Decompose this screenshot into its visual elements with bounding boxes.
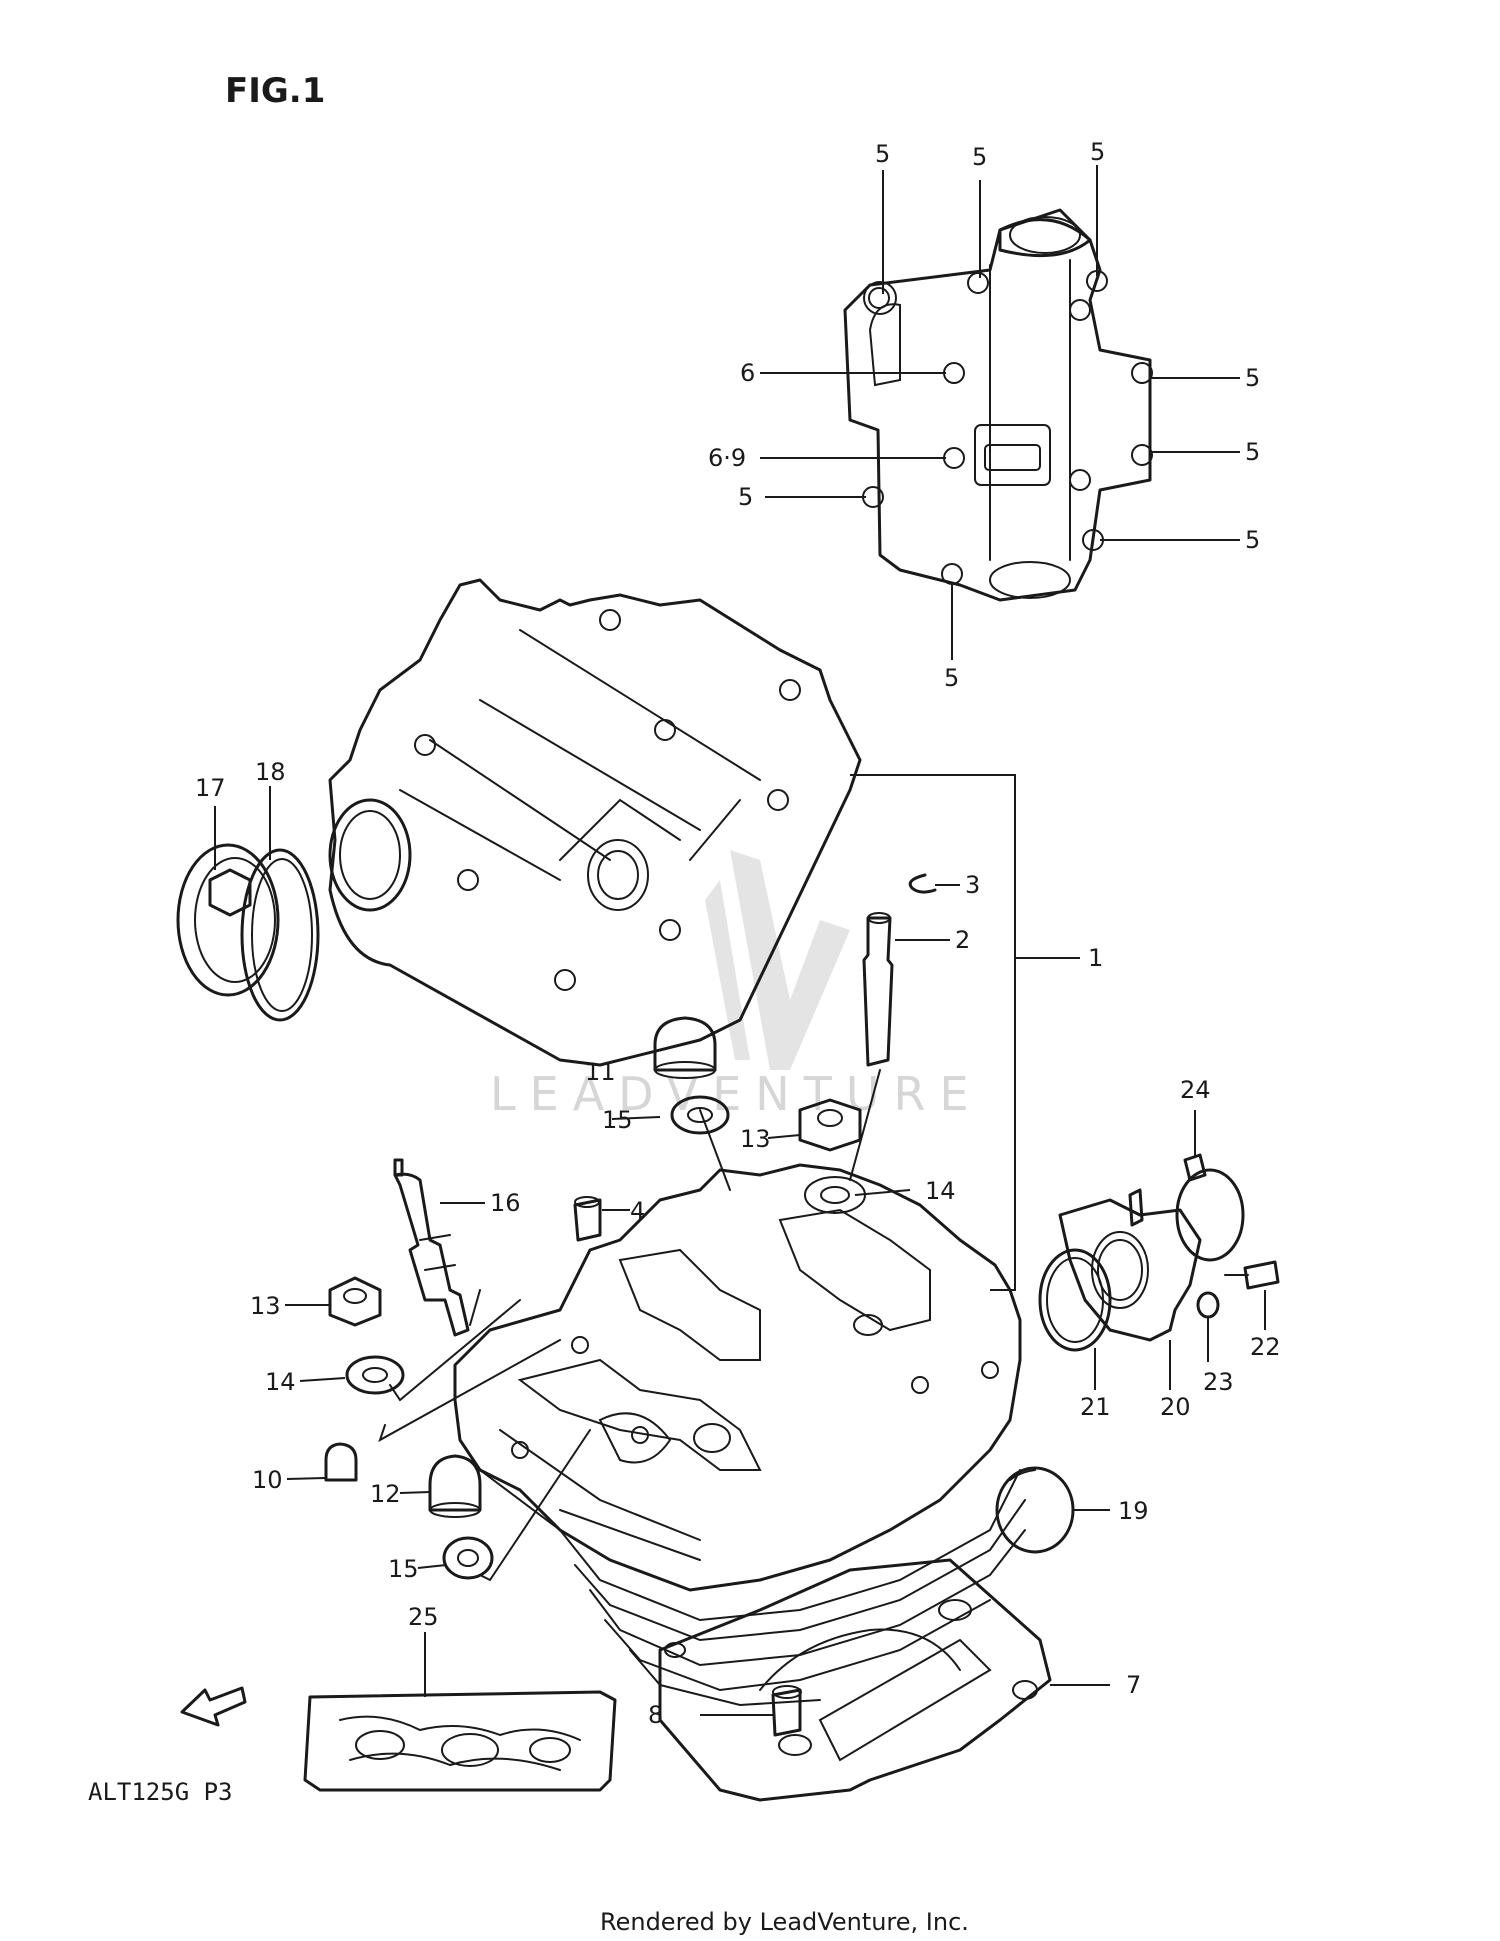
watermark-logo-icon [705, 850, 850, 1070]
valve-guide-clip [908, 873, 937, 894]
callout-14-lower: 14 [265, 1368, 296, 1396]
cap-nut-12 [428, 1454, 482, 1518]
callout-5-right-middle: 5 [1245, 438, 1260, 466]
callout-5-right-lower: 5 [1245, 526, 1260, 554]
callout-7: 7 [1126, 1671, 1141, 1699]
callout-25: 25 [408, 1603, 439, 1631]
spark-plug [393, 1158, 470, 1337]
watermark: LEADVENTURE [490, 850, 983, 1121]
callout-5-top-left: 5 [875, 140, 890, 168]
callout-19: 19 [1118, 1497, 1149, 1525]
callout-1: 1 [1088, 944, 1103, 972]
callout-13-lower: 13 [250, 1292, 281, 1320]
intake-screw [1224, 1260, 1280, 1290]
intake-lock-washer [1196, 1291, 1220, 1319]
cylinder-head-gasket [658, 1558, 1052, 1802]
callout-24: 24 [1180, 1076, 1211, 1104]
model-code: ALT125G P3 [88, 1778, 233, 1806]
head-side-cap [995, 1466, 1075, 1554]
footer-credit: Rendered by LeadVenture, Inc. [600, 1908, 969, 1936]
callout-8: 8 [648, 1701, 663, 1729]
callout-5-right-upper: 5 [1245, 364, 1260, 392]
callout-11: 11 [585, 1058, 616, 1086]
callout-22: 22 [1250, 1333, 1281, 1361]
cylinder-head-cover-top-view [843, 208, 1153, 602]
callout-15-upper: 15 [602, 1106, 633, 1134]
callout-12: 12 [370, 1480, 401, 1508]
leader-lines [214, 165, 1266, 1716]
watermark-text: LEADVENTURE [490, 1067, 983, 1121]
callout-21: 21 [1080, 1393, 1111, 1421]
dowel-pin-4 [573, 1196, 602, 1242]
gasket-dowel-pin [771, 1685, 802, 1737]
callout-5-top-right: 5 [1090, 138, 1105, 166]
oil-filler-plug [176, 843, 280, 997]
valve-guide [862, 912, 894, 1067]
callout-6: 6 [740, 359, 755, 387]
washer-15-upper [670, 1095, 730, 1135]
intake-pipe [1058, 1188, 1202, 1342]
callout-5-left: 5 [738, 483, 753, 511]
washer-15-lower [442, 1536, 494, 1580]
intake-clamp [1175, 1153, 1245, 1262]
callout-6-9: 6·9 [708, 444, 746, 472]
callout-labels: 5 5 5 5 5 5 5 5 6 6·9 1 3 2 11 15 13 14 … [195, 138, 1281, 1729]
callout-10: 10 [252, 1466, 283, 1494]
o-ring [240, 848, 320, 1022]
callout-23: 23 [1203, 1368, 1234, 1396]
callout-14-upper: 14 [925, 1177, 956, 1205]
intake-o-ring [1038, 1248, 1112, 1352]
callout-3: 3 [965, 871, 980, 899]
callout-18: 18 [255, 758, 286, 786]
callout-13-upper: 13 [740, 1125, 771, 1153]
callout-2: 2 [955, 926, 970, 954]
callout-4: 4 [630, 1197, 645, 1225]
callout-17: 17 [195, 774, 226, 802]
callout-20: 20 [1160, 1393, 1191, 1421]
cap-nut-11 [653, 1016, 717, 1079]
callout-5-bottom: 5 [944, 664, 959, 692]
front-direction-arrow-icon [180, 1686, 247, 1727]
cylinder-head-cover [328, 578, 862, 1067]
callout-5-top-middle: 5 [972, 143, 987, 171]
nut-13-lower [328, 1276, 382, 1327]
callout-15-lower: 15 [388, 1555, 419, 1583]
figure-title: FIG.1 [225, 71, 325, 111]
cylinder-head [378, 1069, 1026, 1707]
gasket-set-package [303, 1690, 617, 1792]
cap-nut-10 [324, 1442, 358, 1482]
washer-14-left [345, 1355, 405, 1395]
callout-16: 16 [490, 1189, 521, 1217]
